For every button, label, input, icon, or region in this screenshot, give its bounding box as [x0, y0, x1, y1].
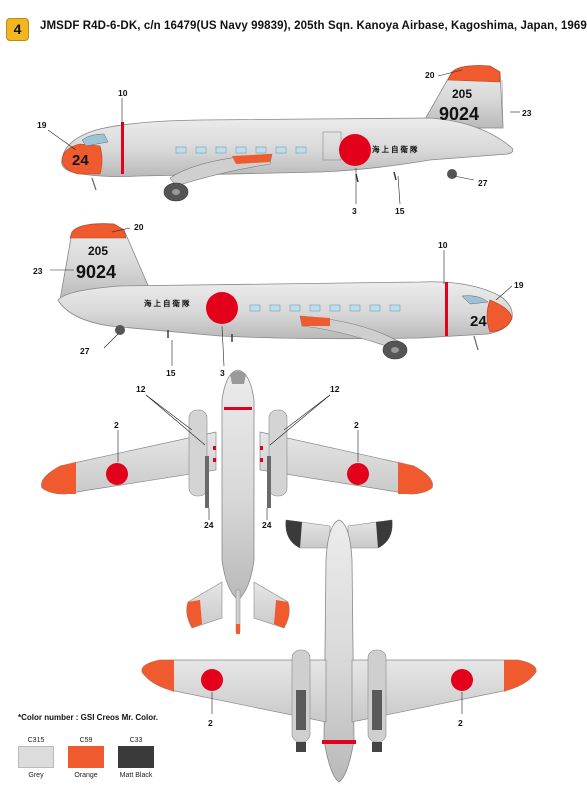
hinomaru-fuselage-right	[206, 292, 238, 324]
callout-20-top: 20	[425, 70, 435, 80]
tail-number-205-left: 205	[452, 87, 472, 101]
tail-serial-9024-left: 9024	[439, 104, 479, 124]
hinomaru-fuselage-left	[339, 134, 371, 166]
callout-2-top-right: 2	[354, 420, 359, 430]
callout-23-top: 23	[522, 108, 532, 118]
swatch-black-code: C33	[129, 737, 143, 744]
callout-10-right: 10	[438, 240, 448, 250]
right-profile-view: 205 9024 24 海上自衛隊 20 23 10 19 27 15 3	[33, 222, 524, 378]
tail-serial-9024-right: 9024	[76, 262, 116, 282]
underside-view: 2 2	[141, 519, 537, 783]
callout-27-right: 27	[80, 346, 90, 356]
callout-3-right: 3	[220, 368, 225, 378]
aircraft-drawings: 205 9024 24 海上自衛隊 10 19 20 23 3 15	[33, 65, 537, 783]
callout-27-top: 27	[478, 178, 488, 188]
callout-2-under-left: 2	[208, 718, 213, 728]
swatch-black-chip	[118, 746, 154, 768]
swatch-grey-code: C315	[27, 737, 45, 744]
callout-12-left: 12	[136, 384, 146, 394]
swatch-orange: C59 Orange	[68, 736, 104, 779]
callout-19-top: 19	[37, 120, 47, 130]
swatch-black-name: Matt Black	[119, 772, 153, 779]
color-note: *Color number : GSI Creos Mr. Color.	[18, 713, 159, 722]
swatch-grey-name: Grey	[28, 772, 44, 779]
callout-15-top: 15	[395, 206, 405, 216]
profile-sheet: 4 JMSDF R4D-6-DK, c/n 16479(US Navy 9983…	[6, 18, 587, 783]
top-view: 12 12 2 2 24 24	[41, 369, 433, 634]
callout-19-right: 19	[514, 280, 524, 290]
callout-10-top: 10	[118, 88, 128, 98]
swatch-matt-black: C33 Matt Black	[118, 736, 154, 779]
nose-cap-orange-right	[486, 299, 513, 333]
callout-12-right: 12	[330, 384, 340, 394]
swatch-grey-chip	[18, 746, 54, 768]
hinomaru-under-left-wing	[201, 669, 223, 691]
kanji-jmsdf-right: 海上自衛隊	[144, 298, 192, 308]
tail-tip-orange-right	[69, 223, 127, 239]
tail-tip-orange	[447, 65, 501, 83]
callout-20-right: 20	[134, 222, 144, 232]
profile-title: JMSDF R4D-6-DK, c/n 16479(US Navy 99839)…	[40, 20, 587, 32]
nose-cap-orange	[61, 143, 103, 175]
swatch-orange-name: Orange	[74, 772, 98, 779]
hinomaru-top-left-wing	[106, 463, 128, 485]
swatch-orange-code: C59	[79, 737, 93, 744]
nose-code-24-left: 24	[72, 152, 89, 169]
callout-24-left: 24	[204, 520, 214, 530]
callout-15-right: 15	[166, 368, 176, 378]
nose-code-24-right: 24	[470, 313, 487, 330]
tail-number-205-right: 205	[88, 244, 108, 258]
hinomaru-top-right-wing	[347, 463, 369, 485]
callout-3-top: 3	[352, 206, 357, 216]
swatch-orange-chip	[68, 746, 104, 768]
kanji-jmsdf-left: 海上自衛隊	[372, 144, 420, 154]
left-profile-view: 205 9024 24 海上自衛隊 10 19 20 23 3 15	[37, 65, 532, 216]
callout-2-under-right: 2	[458, 718, 463, 728]
callout-2-top-left: 2	[114, 420, 119, 430]
callout-23-right: 23	[33, 266, 43, 276]
callout-24-right: 24	[262, 520, 272, 530]
hinomaru-under-right-wing	[451, 669, 473, 691]
profile-number-badge: 4	[6, 18, 29, 41]
swatch-grey: C315 Grey	[18, 736, 54, 779]
